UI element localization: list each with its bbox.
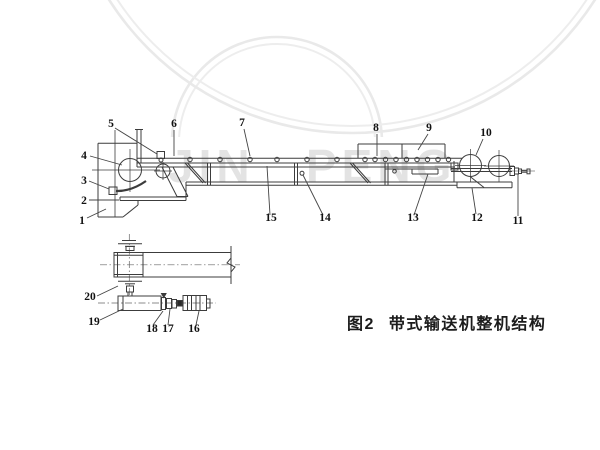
part-label-6: 6 — [171, 118, 177, 130]
tail-post — [135, 129, 143, 163]
figure-title: 带式输送机整机结构 — [388, 316, 547, 333]
part-label-16: 16 — [188, 323, 200, 335]
watermark-word-right: PENG — [306, 140, 456, 192]
splice-bolt — [299, 170, 305, 176]
part-label-1: 1 — [79, 215, 85, 227]
centerlines — [98, 234, 240, 304]
motor — [182, 295, 211, 311]
watermark-word-left: JIN — [168, 140, 255, 192]
main-side-view — [92, 129, 535, 218]
tail-pulley — [92, 149, 160, 192]
figure-number: 图2 — [347, 316, 375, 333]
part-label-2: 2 — [81, 195, 87, 207]
part-label-9: 9 — [426, 122, 432, 134]
part-label-8: 8 — [373, 122, 379, 134]
vertical-coupling — [118, 280, 142, 297]
part-label-19: 19 — [88, 316, 100, 328]
part-label-4: 4 — [81, 150, 87, 162]
loading-hopper — [357, 143, 446, 159]
screw-takeup — [509, 166, 535, 176]
truss-posts — [207, 161, 455, 186]
part-label-14: 14 — [319, 212, 331, 224]
holdback-bracket — [156, 151, 165, 163]
tail-foundation — [97, 130, 139, 218]
idler-rollers — [187, 156, 452, 163]
part-labels: 1 2 3 4 5 6 7 8 9 10 11 12 13 14 15 16 1… — [79, 117, 524, 335]
part-label-5: 5 — [108, 118, 114, 130]
figure-caption: 图2 带式输送机整机结构 — [347, 310, 546, 334]
part-label-7: 7 — [239, 117, 245, 129]
drive-pulley — [113, 252, 144, 278]
head-pulleys — [455, 149, 514, 182]
leader-lines — [86, 127, 519, 326]
part-label-15: 15 — [265, 212, 277, 224]
drive-unit-detail — [98, 234, 240, 311]
part-label-20: 20 — [84, 291, 96, 303]
part-label-10: 10 — [480, 127, 492, 139]
output-coupling — [160, 293, 183, 310]
truss-diagonals — [184, 162, 371, 184]
part-label-3: 3 — [81, 175, 87, 187]
part-label-11: 11 — [513, 215, 524, 227]
tail-bend-roller — [154, 162, 172, 180]
belt-scraper — [108, 180, 147, 195]
watermark-arcs — [107, 0, 597, 137]
stringer-section — [143, 246, 236, 284]
part-label-13: 13 — [407, 212, 419, 224]
part-label-18: 18 — [146, 323, 158, 335]
part-label-12: 12 — [471, 212, 483, 224]
part-label-17: 17 — [162, 323, 174, 335]
upper-bearing-fitting — [118, 240, 142, 251]
takeup-slide-plate — [384, 168, 439, 175]
watermark-text: JIN PENG — [168, 140, 456, 192]
